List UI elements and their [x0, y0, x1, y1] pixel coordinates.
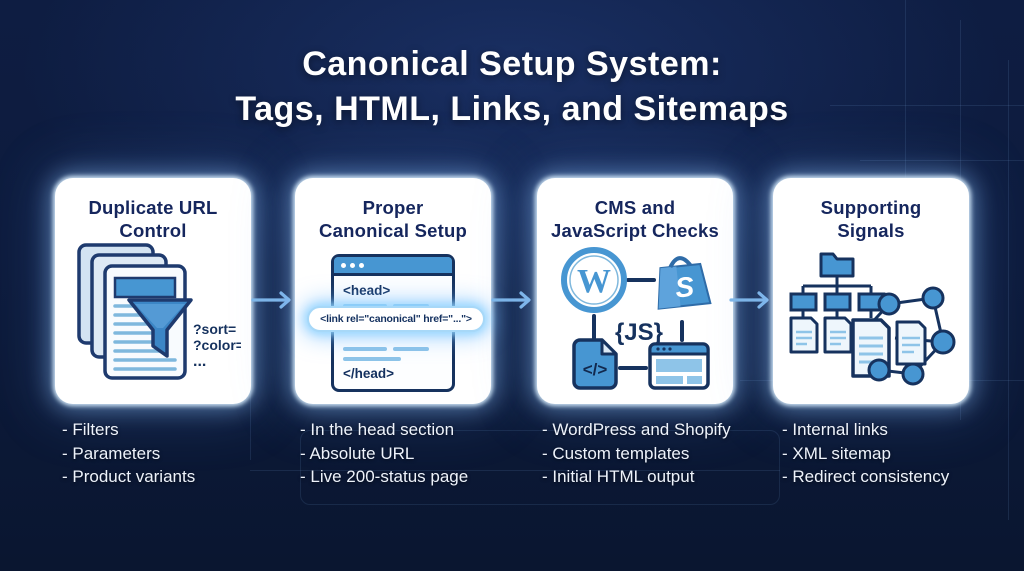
js-badge: {JS} [615, 319, 663, 346]
bullets-proper-canonical-setup: - In the head section - Absolute URL - L… [300, 418, 536, 489]
bullet-item: - XML sitemap [782, 443, 891, 463]
code-file-icon: </> [572, 338, 618, 390]
card-title-line: Duplicate URL [88, 197, 218, 218]
document-icon [823, 316, 853, 354]
card-cms-javascript-checks: CMS and JavaScript Checks W [537, 178, 733, 404]
flow-arrow-icon [729, 291, 769, 309]
card-title-line: CMS and [594, 197, 676, 218]
card-title-line: Canonical Setup [319, 219, 467, 241]
head-open-tag: <head> [343, 283, 391, 298]
wordpress-letter: W [577, 263, 611, 300]
card-proper-canonical-setup: Proper Canonical Setup <head> </head> [295, 178, 491, 404]
duplicate-documents-filter-icon: ?sort= ?color= ... [77, 243, 241, 380]
color-param-label: ?color= [193, 337, 241, 353]
sort-param-label: ?sort= [193, 321, 236, 337]
sitemap-network-icon [789, 252, 956, 386]
ellipsis-label: ... [193, 353, 206, 370]
card-title-line: Signals [837, 219, 905, 241]
card-duplicate-url-control: Duplicate URL Control [55, 178, 251, 404]
bullet-item: - Parameters [62, 443, 161, 463]
card-title: Proper Canonical Setup [295, 178, 491, 242]
bullets-supporting-signals: - Internal links - XML sitemap - Redirec… [782, 418, 1018, 489]
flow-arrow-icon [251, 291, 291, 309]
browser-dot-icon [359, 262, 364, 268]
bullet-item: - Product variants [62, 467, 196, 486]
folder-icon [819, 252, 855, 278]
card-title-line: Supporting [820, 197, 922, 218]
shopify-letter: S [674, 271, 696, 304]
page-title-line1: Canonical Setup System: [302, 45, 722, 83]
browser-head-snippet-icon: <head> </head> <link rel="canonical" hre… [307, 254, 485, 392]
shopify-icon: S [657, 256, 712, 310]
card-title: CMS and JavaScript Checks [537, 178, 733, 242]
bullet-item: - Live 200-status page [300, 467, 469, 486]
page-title: Canonical Setup System: Tags, HTML, Link… [0, 42, 1024, 132]
network-node-icon [867, 286, 956, 386]
browser-dot-icon [341, 262, 346, 268]
card-title-line: Proper [362, 197, 424, 218]
bullet-item: - Redirect consistency [782, 467, 950, 486]
head-close-tag: </head> [343, 366, 395, 381]
browser-window-icon [648, 342, 710, 390]
flow-arrow-icon [491, 291, 531, 309]
bullet-item: - Custom templates [542, 443, 690, 463]
circuit-trace [860, 160, 1024, 161]
bullets-duplicate-url-control: - Filters - Parameters - Product variant… [62, 418, 298, 489]
document-icon [789, 316, 819, 354]
canonical-link-tag: <link rel="canonical" href="..."> [307, 306, 485, 332]
card-title-line: JavaScript Checks [551, 219, 719, 241]
wordpress-icon: W [561, 247, 627, 313]
bullet-item: - Filters [62, 420, 119, 439]
bullet-item: - WordPress and Shopify [542, 420, 731, 439]
document-icon [895, 320, 927, 366]
bullet-item: - Absolute URL [300, 443, 415, 463]
page-title-line2: Tags, HTML, Links, and Sitemaps [235, 90, 789, 128]
cms-javascript-checks-icon: W S {JS} </> [561, 247, 712, 390]
card-title-line: Control [119, 219, 187, 241]
bullet-item: - In the head section [300, 420, 455, 439]
code-glyph: </> [583, 360, 608, 379]
card-title: Supporting Signals [773, 178, 969, 242]
browser-dot-icon [350, 262, 355, 268]
card-title: Duplicate URL Control [55, 178, 251, 242]
bullets-cms-javascript-checks: - WordPress and Shopify - Custom templat… [542, 418, 778, 489]
bullet-item: - Internal links [782, 420, 888, 439]
browser-titlebar [334, 257, 452, 276]
card-supporting-signals: Supporting Signals [773, 178, 969, 404]
bullet-item: - Initial HTML output [542, 467, 695, 486]
